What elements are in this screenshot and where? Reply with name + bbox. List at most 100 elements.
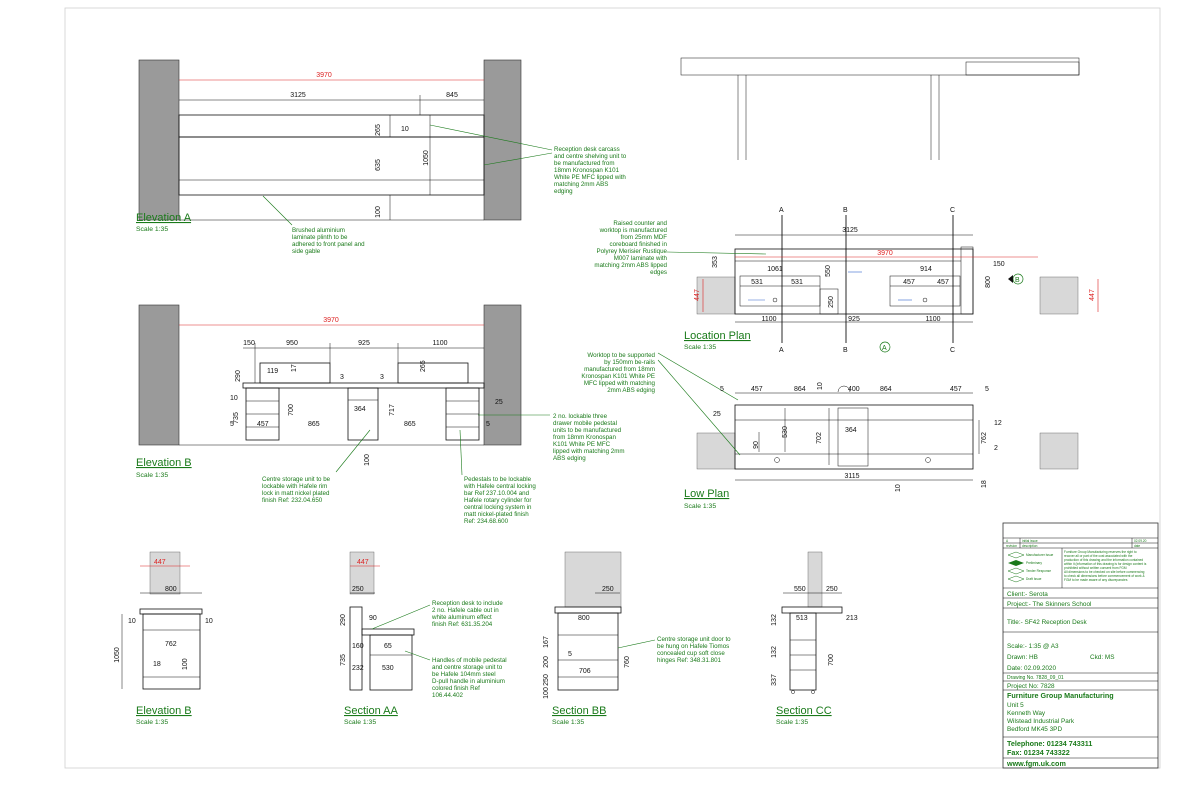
website: www.fgm.uk.com xyxy=(1006,759,1066,768)
dim-lp-1100a: 1100 xyxy=(761,316,776,323)
copyright-line: prohibited without written consent from … xyxy=(1064,566,1127,570)
dim-low-5b: 5 xyxy=(985,386,989,393)
note-pedestals-line: lipped with matching 2mm xyxy=(553,448,625,455)
address-line: Wilstead Industrial Park xyxy=(1007,718,1075,725)
dim-b-119: 119 xyxy=(267,368,278,375)
dim-lp-447a: 447 xyxy=(694,289,701,301)
partial-elevation-top xyxy=(680,57,1080,160)
dim-eb-800: 800 xyxy=(165,586,177,593)
note-counter-line: coreboard finished in xyxy=(610,241,668,248)
note-ped-lock-line: Hafele rotary cylinder for xyxy=(464,497,531,504)
title-block: A initial issue 02.09.20 revision descri… xyxy=(1002,522,1159,769)
sheet-border xyxy=(64,7,1161,769)
project-number: Project No: 7828 xyxy=(1007,683,1055,690)
dim-b-265: 265 xyxy=(420,360,427,372)
section-aa-title: Section AA xyxy=(344,705,398,717)
dim-cc-337: 337 xyxy=(771,674,778,686)
dim-bb-706: 706 xyxy=(579,668,591,675)
dim-b-5b: 5 xyxy=(486,421,490,428)
elevation-marker-b: B xyxy=(1015,277,1020,284)
dim-low-457a: 457 xyxy=(751,386,763,393)
section-bb-scale: Scale 1:35 xyxy=(552,719,584,726)
section-cc-scale: Scale 1:35 xyxy=(776,719,808,726)
section-aa: 447 250 90 290 160 65 735 232 530 Sectio… xyxy=(340,551,431,726)
note-handles: Handles of mobile pedestal and centre st… xyxy=(432,657,507,699)
note-support-line: manufactured from 18mm xyxy=(584,366,655,373)
dim-b-100: 100 xyxy=(364,454,371,466)
location-plan-scale: Scale 1:35 xyxy=(684,344,716,351)
date-header: date xyxy=(1134,544,1140,548)
section-cc: 550 250 513 213 132 132 337 700 Section … xyxy=(771,551,858,726)
dim-lp-1061: 1061 xyxy=(767,266,783,273)
dim-a-3125: 3125 xyxy=(290,92,306,99)
dim-eb-18: 18 xyxy=(153,661,161,668)
project: Project:- The Skinners School xyxy=(1007,601,1091,608)
dim-aa-290: 290 xyxy=(340,614,347,626)
dim-low-702: 702 xyxy=(816,432,823,444)
note-handles-line: colored finish Ref xyxy=(432,685,480,692)
dim-b-3970: 3970 xyxy=(323,317,339,324)
dim-eb-447: 447 xyxy=(154,559,166,566)
copyright-line: production of this drawing and the infor… xyxy=(1064,558,1143,562)
note-support-line: Worktop to be supported xyxy=(587,352,655,359)
dim-bb-200: 200 xyxy=(543,656,550,668)
address-line: Unit 5 xyxy=(1007,702,1024,709)
dim-aa-447: 447 xyxy=(357,559,369,566)
dim-lp-550: 550 xyxy=(825,265,832,277)
dim-low-762: 762 xyxy=(981,432,988,444)
address-line: Bedford MK45 3PD xyxy=(1007,726,1062,733)
note-support-line: 2mm ABS edging xyxy=(607,387,655,394)
dim-a-10: 10 xyxy=(401,126,409,133)
dim-low-864b: 864 xyxy=(880,386,892,393)
note-cable-line: Reception desk to include xyxy=(432,600,503,607)
dim-b-5a: 5 xyxy=(230,421,234,428)
note-support-line: Kronospan K101 White PE xyxy=(581,373,655,380)
dim-lp-3970: 3970 xyxy=(877,250,893,257)
section-marker-a-top: A xyxy=(779,207,784,214)
client: Client:- Serota xyxy=(1007,591,1048,598)
note-counter-line: from 25mm MDF xyxy=(621,234,668,241)
low-plan-scale: Scale 1:35 xyxy=(684,503,716,510)
dim-lp-150: 150 xyxy=(993,261,1005,268)
section-marker-c-bottom: C xyxy=(950,347,955,354)
dim-b-457: 457 xyxy=(257,421,269,428)
dim-a-3970: 3970 xyxy=(316,72,332,79)
note-pedestals-line: drawer mobile pedestal xyxy=(553,420,617,427)
note-door-line: be hung on Hafele Tiomos xyxy=(657,643,729,650)
note-centre-lock: Centre storage unit to be lockable with … xyxy=(262,476,331,504)
dim-b-700: 700 xyxy=(288,404,295,416)
dim-eb-10b: 10 xyxy=(205,618,213,625)
elevation-b-small-scale: Scale 1:35 xyxy=(136,719,168,726)
elevation-a-title: Elevation A xyxy=(136,212,192,224)
dim-b-150: 150 xyxy=(243,340,255,347)
rev-desc: initial issue xyxy=(1022,539,1038,543)
note-door-line: Centre storage unit door to xyxy=(657,636,731,643)
dim-bb-250: 250 xyxy=(602,586,614,593)
location-plan-title: Location Plan xyxy=(684,330,751,342)
note-pedestals: 2 no. lockable three drawer mobile pedes… xyxy=(553,413,625,462)
dim-b-925: 925 xyxy=(358,340,370,347)
dim-low-18: 18 xyxy=(981,480,988,488)
status-preliminary: Preliminary xyxy=(1026,561,1042,565)
dim-lp-457a: 457 xyxy=(903,279,915,286)
low-plan: 5 457 864 10 400 864 457 5 25 530 90 702… xyxy=(657,352,1079,510)
dim-lp-914: 914 xyxy=(920,266,932,273)
note-cable-line: 2 no. Hafele cable out in xyxy=(432,607,499,614)
rev-letter: A xyxy=(1006,539,1009,543)
rev-header: revision xyxy=(1006,544,1017,548)
low-plan-title: Low Plan xyxy=(684,488,729,500)
dim-bb-167: 167 xyxy=(543,636,550,648)
note-handles-line: be Hafele 104mm steel xyxy=(432,671,496,678)
dim-b-950: 950 xyxy=(286,340,298,347)
dim-low-10b: 10 xyxy=(895,484,902,492)
dim-low-364: 364 xyxy=(845,427,857,434)
dim-b-364: 364 xyxy=(354,406,366,413)
note-support: Worktop to be supported by 150mm be-rail… xyxy=(581,352,655,394)
dim-b-865b: 865 xyxy=(404,421,416,428)
dim-lp-531b: 531 xyxy=(791,279,803,286)
dim-low-25: 25 xyxy=(713,411,721,418)
note-pedestals-line: ABS edging xyxy=(553,455,586,462)
note-counter-line: Polyrey Merisier Rustique xyxy=(597,248,668,255)
dim-low-2: 2 xyxy=(994,445,998,452)
note-pedestals-line: from 18mm Kronospan xyxy=(553,434,616,441)
